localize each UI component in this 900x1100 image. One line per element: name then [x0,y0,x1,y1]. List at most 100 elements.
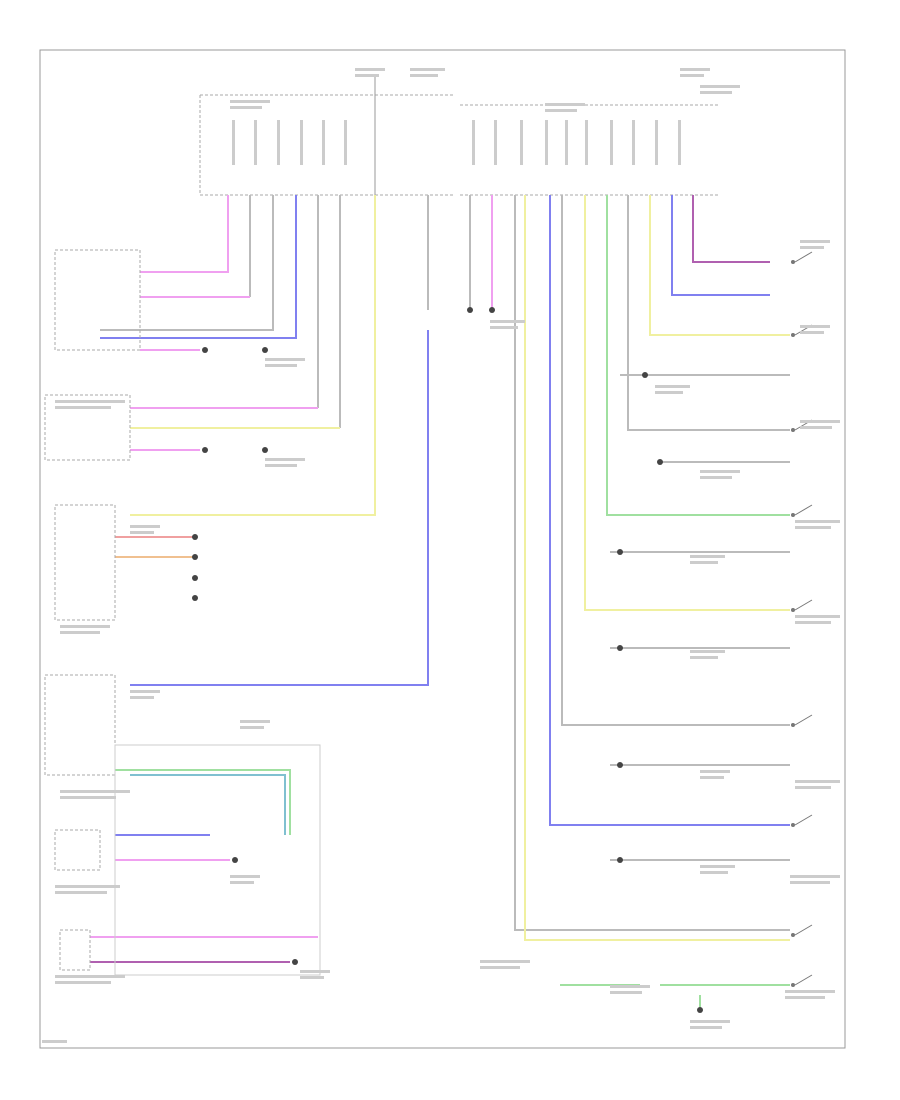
module-right-connector [460,104,720,196]
ground-icon [192,534,198,540]
label-block [355,68,385,71]
wire-gray [561,195,790,726]
label-block [680,74,704,77]
label-block [55,400,125,403]
label-block [230,875,260,878]
diagram-id-label [42,1040,67,1043]
label-block [655,391,683,394]
pin-label-block [585,120,588,165]
label-block [55,885,120,888]
switch-contact-icon [791,823,795,827]
label-block [690,1026,722,1029]
pin-label-block [632,120,635,165]
label-block [700,770,730,773]
switch-contact-icon [791,983,795,987]
label-block [410,74,438,77]
label-block [800,325,830,328]
label-block [55,975,125,978]
switch-icon [794,974,813,986]
wire-blue [130,330,429,686]
ground-icon [292,959,298,965]
ground-icon [617,645,623,651]
label-block [130,525,160,528]
wire-yellow [584,195,790,611]
module-left-connector [199,94,455,196]
label-block [355,74,379,77]
label-block [785,990,835,993]
wire-gray [100,195,274,331]
ground-icon [192,595,198,601]
wire-green [115,769,291,835]
label-block [265,458,305,461]
label-block [300,976,324,979]
switch-contact-icon [791,933,795,937]
label-block [130,690,160,693]
label-block [700,476,732,479]
label-block [795,526,831,529]
label-block [230,100,270,103]
label-block [55,981,111,984]
label-block [230,881,254,884]
label-block [800,426,832,429]
wire-gray [627,195,790,431]
pin-label-block [277,120,280,165]
label-block [800,240,830,243]
ground-icon [192,554,198,560]
seatbelt-buckle-switch-box [54,829,101,871]
pin-label-block [300,120,303,165]
label-block [700,85,740,88]
switch-contact-icon [791,260,795,264]
instrument-cluster-box [54,504,116,621]
label-block [700,776,724,779]
multifunction-switch-box [44,394,131,461]
wire-yellow [524,195,790,941]
label-block [795,615,840,618]
wire-blue [671,195,770,296]
wire-yellow [649,195,790,336]
label-block [680,68,710,71]
switch-icon [794,924,813,936]
label-block [690,1020,730,1023]
pin-label-block [254,120,257,165]
pin-label-block [322,120,325,165]
pin-label-block [232,120,235,165]
label-block [610,985,650,988]
pin-label-block [678,120,681,165]
label-block [60,790,130,793]
switch-contact-icon [791,723,795,727]
diagram-frame [39,49,846,1049]
switch-icon [794,251,813,263]
label-block [480,960,530,963]
restraints-control-module-box [44,674,116,776]
pin-label-block [344,120,347,165]
label-block [795,621,831,624]
label-block [690,555,725,558]
label-block [700,470,740,473]
label-block [490,320,525,323]
ground-icon [202,347,208,353]
label-block [130,696,154,699]
label-block [265,464,297,467]
pin-label-block [565,120,568,165]
label-block [790,881,830,884]
ground-icon [232,857,238,863]
pin-label-block [655,120,658,165]
switch-icon [794,504,813,516]
label-block [60,631,100,634]
ground-icon [262,447,268,453]
module-outline [114,744,321,976]
switch-contact-icon [791,513,795,517]
label-block [60,796,116,799]
label-block [795,780,840,783]
wire-purple [692,195,770,263]
label-block [55,406,111,409]
label-block [265,364,297,367]
label-block [480,966,520,969]
label-block [130,531,154,534]
wire-yellow [130,195,376,516]
wire-green [606,195,790,516]
label-block [800,246,824,249]
label-block [700,871,728,874]
ground-icon [262,347,268,353]
